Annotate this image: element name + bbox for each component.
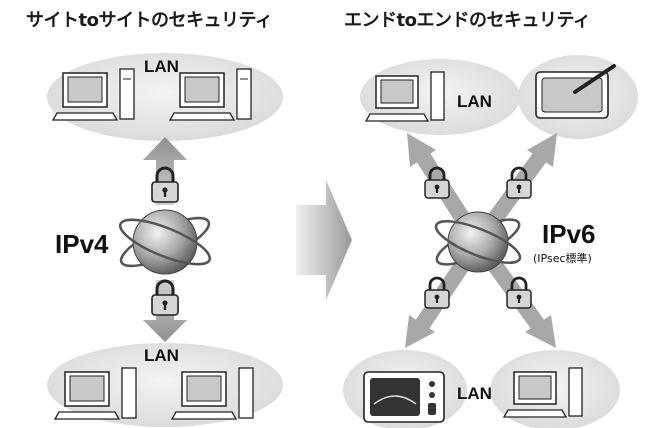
protocol-label-ipv6: IPv6 — [542, 219, 596, 249]
microwave-icon — [363, 371, 445, 423]
stylus-icon — [573, 64, 616, 94]
lan-label-left-bottom: LAN — [144, 346, 179, 365]
heading-end-to-end: エンドtoエンドのセキュリティ — [344, 10, 591, 31]
transition-arrow — [296, 180, 352, 300]
lan-cloud-bottom-left — [47, 343, 283, 427]
computer-icon — [170, 367, 254, 420]
lock-icon — [424, 166, 450, 199]
lock-icon — [506, 166, 532, 199]
computer-icon — [51, 68, 135, 121]
lock-icon — [424, 276, 450, 309]
lan-cloud-bottom-right-b — [490, 350, 620, 428]
protocol-note-ipsec: (IPsec標準) — [533, 252, 592, 265]
globe-icon — [118, 209, 212, 275]
lan-cloud-top-left — [47, 53, 283, 141]
heading-site-to-site: サイトtoサイトのセキュリティ — [26, 10, 273, 31]
globe-icon — [434, 211, 522, 273]
lan-cloud-top-right-b — [518, 55, 638, 139]
protocol-label-ipv4: IPv4 — [55, 229, 109, 259]
lock-icon — [151, 166, 179, 203]
computer-icon — [168, 68, 252, 121]
lan-label-right-top: LAN — [457, 92, 492, 111]
computer-icon — [53, 367, 137, 420]
arrow-up-left — [143, 137, 187, 205]
lock-icon — [506, 276, 532, 309]
lock-icon — [151, 279, 179, 316]
computer-icon — [502, 367, 583, 418]
computer-icon — [364, 71, 445, 122]
lan-label-left-top: LAN — [144, 57, 179, 76]
lan-cloud-top-right-a — [360, 59, 520, 135]
lan-label-right-bottom: LAN — [457, 384, 492, 403]
lan-cloud-bottom-right-a — [343, 350, 467, 428]
